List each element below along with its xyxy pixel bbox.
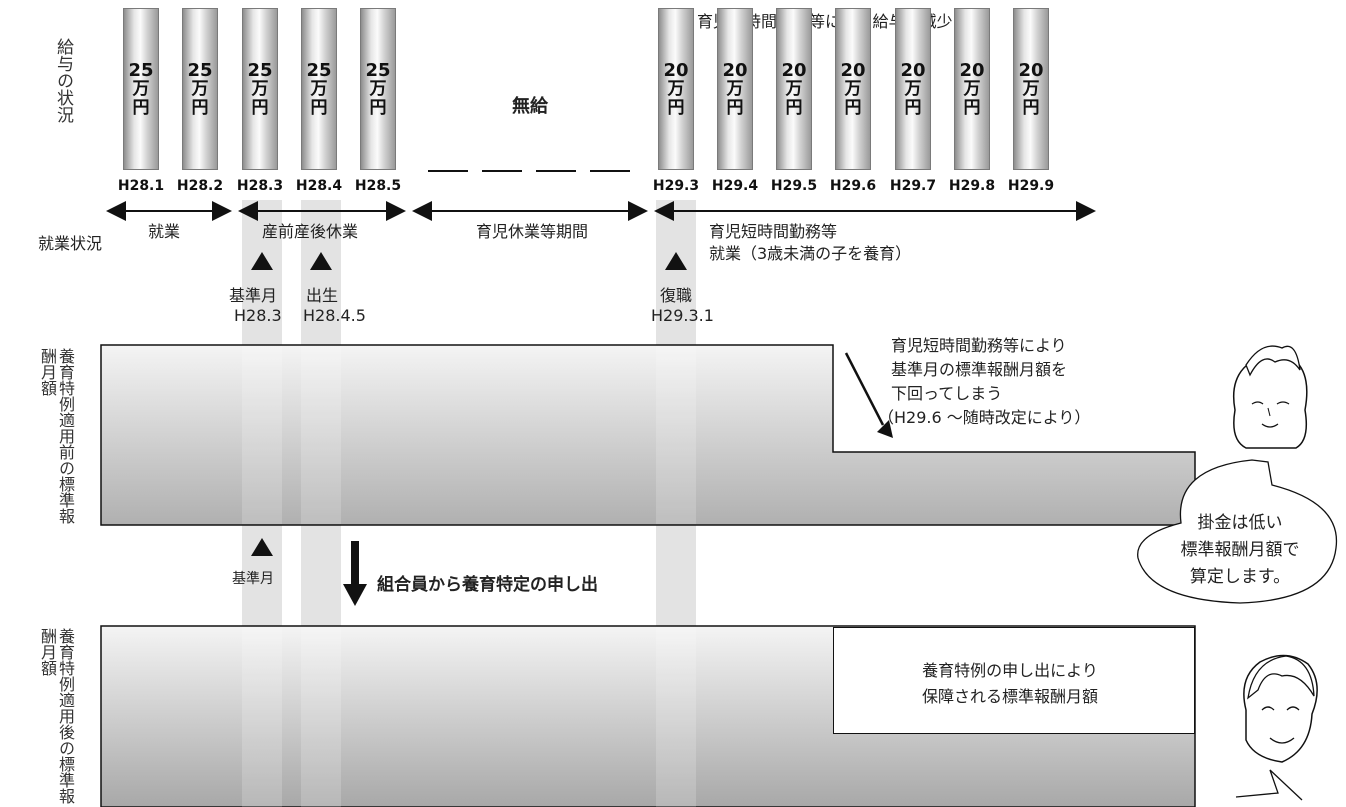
salary-reduction-note: 育児短時間勤務等による給与の減少	[697, 12, 953, 31]
return-label: 復職	[660, 286, 693, 305]
request-arrow-shaft	[351, 541, 359, 586]
month-label: H28.5	[354, 178, 402, 194]
bar-amount: 20	[663, 59, 689, 81]
period-short-time-work: 育児短時間勤務等	[709, 222, 838, 241]
bar-amount: 20	[959, 59, 985, 81]
salary-status-label: 給与の状況	[53, 38, 73, 123]
bar-unit-8: 万円	[785, 78, 803, 118]
speech-bubble-line-3: 算定します。	[1189, 567, 1291, 587]
unpaid-dash	[590, 170, 630, 172]
bar-amount: 20	[900, 59, 926, 81]
period-working: 就業	[148, 222, 181, 241]
unpaid-dash	[428, 170, 468, 172]
period-short-time-work-detail: 就業（3歳未満の子を養育）	[709, 244, 912, 263]
period-maternity-leave: 産前産後休業	[262, 222, 359, 241]
month-label: H29.8	[948, 178, 996, 194]
birth-date: H28.4.5	[303, 306, 366, 325]
panel-before-label: 養育特例適用前の標準報酬月額	[38, 348, 75, 524]
month-label: H29.7	[889, 178, 937, 194]
drop-arrow-head	[877, 420, 893, 438]
lower-speech-bubble-tail	[1235, 769, 1303, 801]
triangle-marker-base-month-2	[251, 538, 273, 556]
month-label: H29.9	[1007, 178, 1055, 194]
guaranteed-amount-box	[833, 627, 1195, 734]
bar-unit-4: 万円	[310, 78, 328, 118]
triangle-marker-birth	[310, 252, 332, 270]
panel-before-area	[100, 344, 1196, 526]
bar-amount: 20	[722, 59, 748, 81]
reduction-note-line-2: 基準月の標準報酬月額を	[891, 360, 1068, 379]
unpaid-dash	[536, 170, 576, 172]
speech-bubble-line-1: 掛金は低い	[1197, 513, 1283, 533]
bar-amount: 25	[365, 59, 391, 81]
man-face-icon	[1243, 654, 1318, 763]
request-arrow-head	[343, 584, 367, 606]
bar-unit-3: 万円	[251, 78, 269, 118]
month-label: H28.3	[236, 178, 284, 194]
month-label: H28.2	[176, 178, 224, 194]
month-label: H28.4	[295, 178, 343, 194]
bar-amount: 25	[187, 59, 213, 81]
speech-bubble-shape	[1137, 459, 1338, 604]
triangle-marker-return	[665, 252, 687, 270]
base-month-date: H28.3	[234, 306, 282, 325]
employment-status-label: 就業状況	[38, 234, 103, 253]
bar-unit-7: 万円	[726, 78, 744, 118]
bar-amount: 20	[840, 59, 866, 81]
employment-timeline-arrows	[106, 201, 1096, 221]
month-label: H29.4	[711, 178, 759, 194]
bar-unit-6: 万円	[667, 78, 685, 118]
woman-face-icon	[1232, 345, 1308, 449]
bar-unit-2: 万円	[191, 78, 209, 118]
guaranteed-box-line-1: 養育特例の申し出により	[922, 661, 1098, 680]
base-month-label-2: 基準月	[232, 571, 274, 587]
reduction-note-line-3: 下回ってしまう	[891, 384, 1003, 403]
birth-label: 出生	[306, 286, 339, 305]
return-date: H29.3.1	[651, 306, 714, 325]
bar-unit-11: 万円	[963, 78, 981, 118]
drop-arrow-line	[844, 352, 885, 426]
bar-amount: 25	[306, 59, 332, 81]
month-label: H29.3	[652, 178, 700, 194]
month-label: H29.5	[770, 178, 818, 194]
bar-unit-5: 万円	[369, 78, 387, 118]
unpaid-dash	[482, 170, 522, 172]
triangle-marker-base-month	[251, 252, 273, 270]
bar-amount: 25	[128, 59, 154, 81]
reduction-note-line-4: （H29.6 〜随時改定により）	[878, 408, 1091, 427]
unpaid-label: 無給	[512, 96, 548, 117]
guaranteed-box-line-2: 保障される標準報酬月額	[921, 687, 1098, 706]
bar-unit-9: 万円	[844, 78, 862, 118]
bar-amount: 20	[1018, 59, 1044, 81]
month-label: H28.1	[117, 178, 165, 194]
month-label: H29.6	[829, 178, 877, 194]
bar-amount: 25	[247, 59, 273, 81]
bar-unit-1: 万円	[132, 78, 150, 118]
bar-unit-12: 万円	[1022, 78, 1040, 118]
request-text: 組合員から養育特定の申し出	[377, 575, 598, 595]
reduction-note-line-1: 育児短時間勤務等により	[891, 336, 1067, 355]
base-month-label: 基準月	[229, 286, 278, 305]
bar-amount: 20	[781, 59, 807, 81]
bar-unit-10: 万円	[904, 78, 922, 118]
period-childcare-leave: 育児休業等期間	[476, 222, 589, 241]
panel-after-label: 養育特例適用後の標準報酬月額	[38, 628, 75, 804]
speech-bubble-line-2: 標準報酬月額で	[1180, 540, 1300, 560]
